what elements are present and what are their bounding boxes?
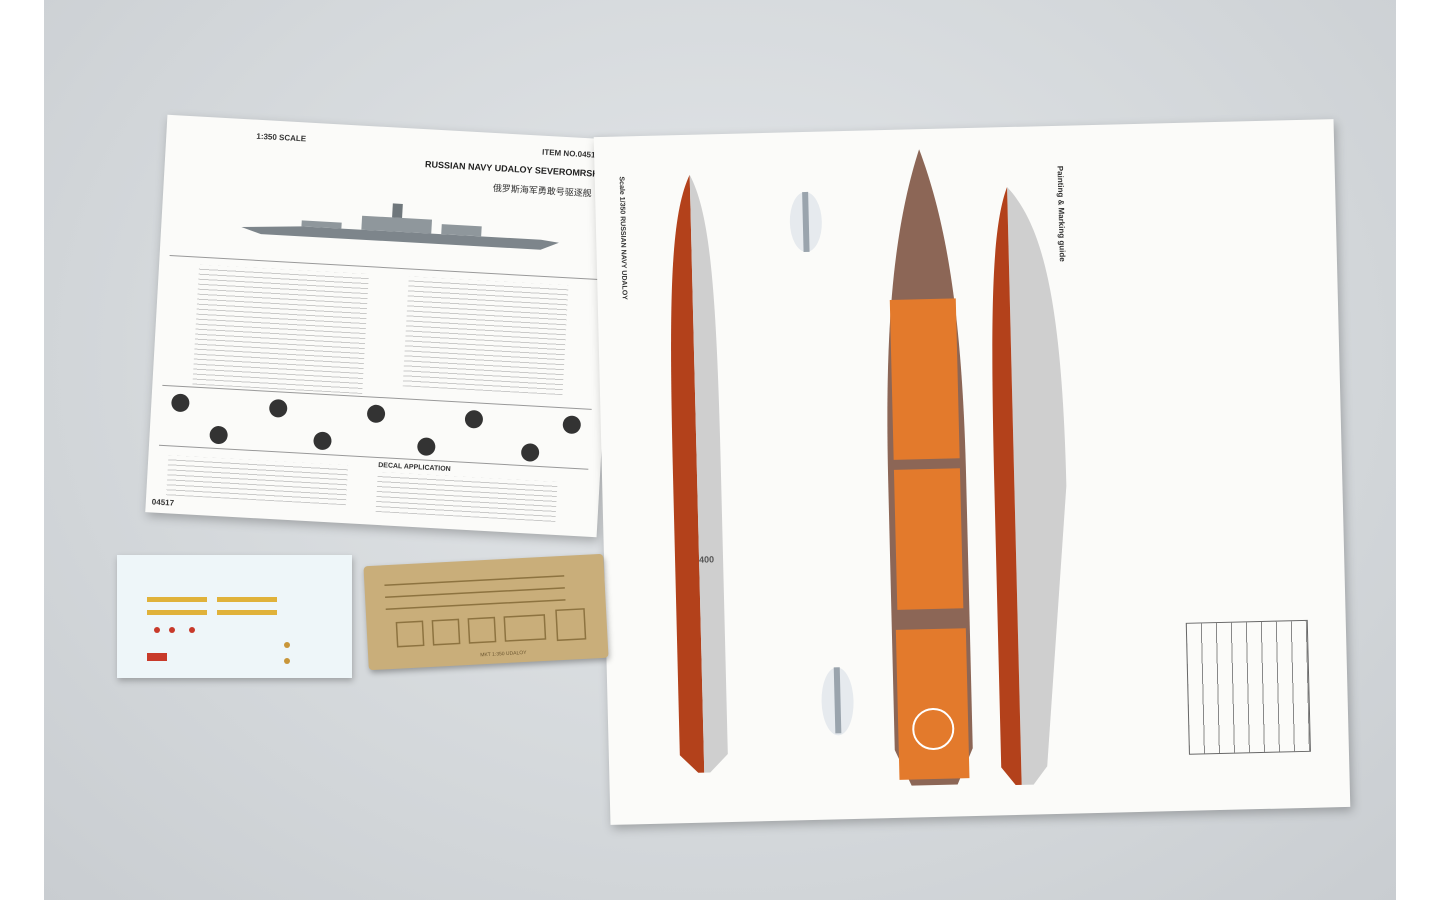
symbol-icon	[170, 393, 190, 413]
symbol-icon	[416, 437, 436, 457]
instruction-sheet: 1:350 SCALE ITEM NO.04517 RUSSIAN NAVY U…	[145, 114, 619, 538]
symbol-icon	[209, 425, 229, 445]
item-number: ITEM NO.04517	[541, 147, 601, 160]
hull-number: 400	[698, 554, 715, 565]
painting-guide-title: Painting & Marking guide	[1055, 165, 1067, 262]
ship-profile-port	[671, 174, 728, 773]
helicopter-illustration	[821, 667, 854, 736]
symbol-icon	[464, 409, 484, 429]
decal-heading: DECAL APPLICATION	[378, 462, 451, 474]
symbol-icon	[366, 404, 386, 424]
chinese-notes-block	[402, 276, 569, 396]
kit-title-chinese: 俄罗斯海军勇敢号驱逐舰	[492, 182, 593, 199]
kit-code: 04517	[151, 497, 175, 508]
decal-instructions-block	[375, 471, 558, 522]
painting-guide-sheet: Painting & Marking guide Scale 1/350 RUS…	[593, 119, 1351, 825]
photo-etch-fret: MKT 1:350 UDALOY	[363, 553, 609, 671]
deck-plan-view	[887, 149, 973, 786]
symbol-icon	[313, 431, 332, 451]
decal-sheet	[117, 555, 352, 678]
painting-guide-subtitle: Scale 1/350 RUSSIAN NAVY UDALOY	[617, 176, 628, 300]
color-reference-table	[1185, 619, 1311, 755]
chinese-decal-block	[166, 455, 349, 506]
photo-etch-parts	[384, 575, 587, 648]
box-art-ship-illustration	[241, 203, 559, 250]
symbol-icon	[520, 442, 540, 462]
decal-markings	[147, 597, 290, 664]
kit-title: RUSSIAN NAVY UDALOY SEVEROMRSK	[424, 159, 600, 179]
symbol-icon	[562, 415, 582, 435]
helicopter-illustration	[789, 191, 822, 253]
ship-profile-starboard	[992, 187, 1067, 786]
scale-label: 1:350 SCALE	[256, 131, 307, 144]
symbol-icon	[268, 398, 288, 418]
english-notes-block	[192, 264, 369, 394]
